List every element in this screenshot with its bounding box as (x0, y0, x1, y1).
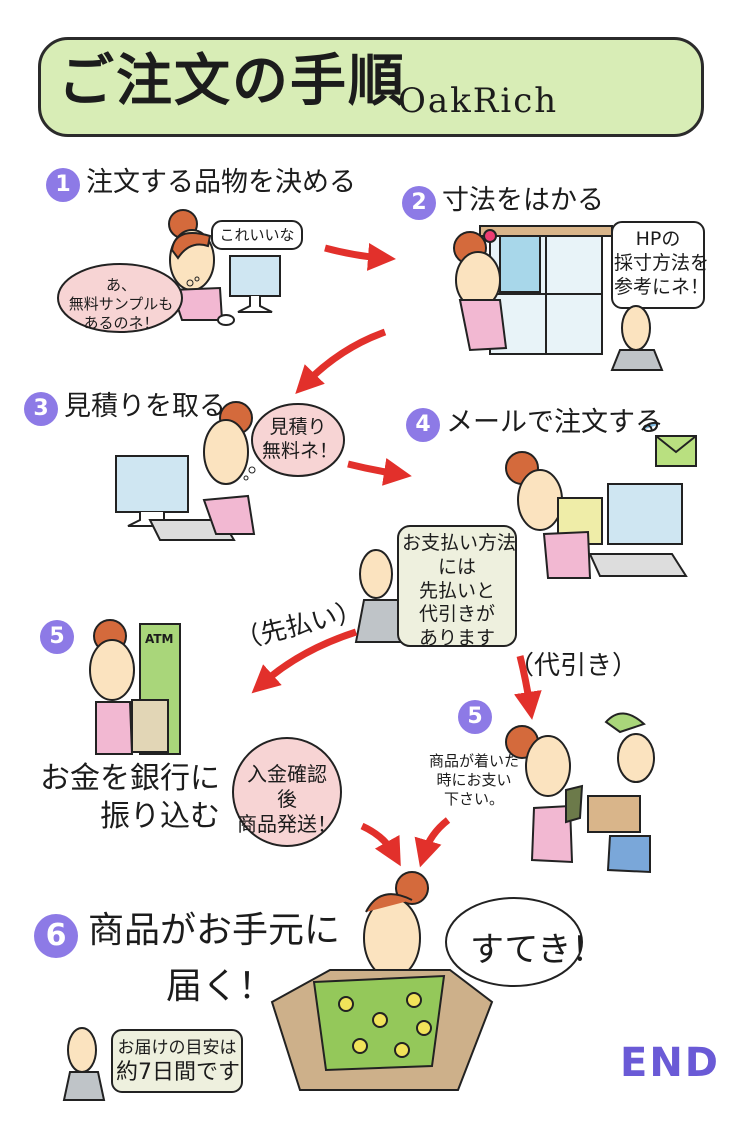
step-1-badge: 1 (46, 168, 80, 202)
arrow-left-down (362, 826, 394, 854)
arrow-3-to-4 (348, 464, 398, 474)
brand-name: OakRich (398, 84, 558, 118)
step-2-badge: 2 (402, 186, 436, 220)
step-5a-badge: 5 (40, 620, 74, 654)
step-5b-badge: 5 (458, 700, 492, 734)
bubble-payment-text: お支払い方法 には 先払いと 代引きが あります (402, 532, 512, 651)
man-delivery-note (64, 1028, 104, 1100)
step-4-badge: 4 (406, 408, 440, 442)
page-title: ご注文の手順 (58, 54, 406, 110)
step-4-label: メールで注文する (446, 408, 662, 438)
woman-computer-3 (116, 402, 254, 540)
bubble-suteki-text: すてき！ (470, 922, 605, 971)
step-6-badge: 6 (34, 914, 78, 958)
woman-box (272, 872, 492, 1090)
arrow-2-to-3 (305, 332, 385, 384)
bubble-hp-text: HPの 採寸方法を 参考にネ！ (614, 228, 702, 299)
step-3-badge: 3 (24, 392, 58, 426)
cod-label: （代引き） (508, 650, 638, 683)
arrow-right-down (424, 820, 448, 854)
step-2-label: 寸法をはかる (442, 186, 604, 216)
bubble-free-sample-text: あ、 無料サンプルも あるのネ！ (66, 276, 176, 332)
atm-label: ATM (145, 632, 173, 646)
step-6-label-2: 届く！ (166, 966, 274, 1007)
step-5a-label: お金を銀行に 振り込む (40, 760, 220, 835)
arrow-1-to-2 (325, 248, 382, 258)
bubble-estimate-text: 見積り 無料ネ！ (262, 416, 334, 464)
window-measure (454, 226, 612, 354)
step-6-label: 商品がお手元に (88, 910, 340, 951)
step-1-label: 注文する品物を決める (86, 168, 356, 198)
man-pointing-2 (612, 306, 662, 370)
bubble-this-one-text: これいいな (216, 226, 298, 245)
end-label: END (620, 1040, 720, 1086)
delivery-man (588, 713, 654, 872)
woman-computer-4 (506, 452, 686, 578)
step-5b-label: 商品が着いた 時にお支い 下さい。 (424, 752, 524, 808)
bubble-delivery-text: お届けの目安は 約7日間です (116, 1038, 238, 1087)
bubble-confirm-text: 入金確認 後 商品発送！ (237, 762, 337, 837)
step-3-label: 見積りを取る (64, 392, 226, 422)
